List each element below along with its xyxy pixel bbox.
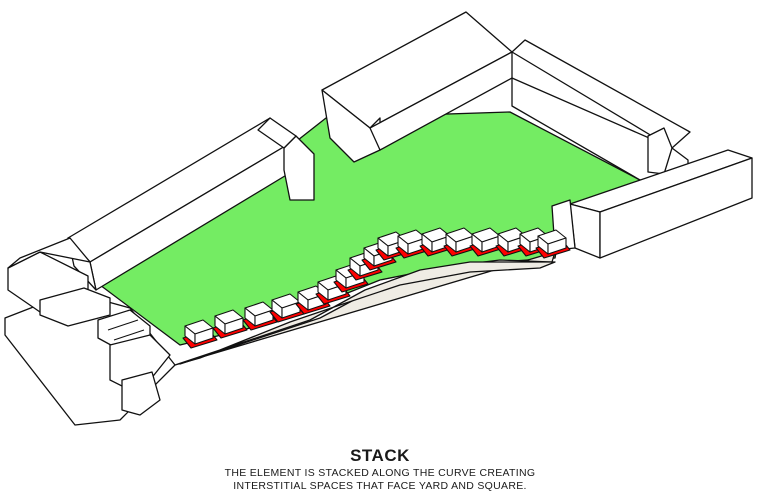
- square-paving: [179, 251, 556, 365]
- stack-module-side: [194, 327, 214, 345]
- hatch-line: [107, 319, 139, 331]
- far-right-building-front: [569, 203, 601, 259]
- far-right-building-side: [599, 157, 753, 259]
- stack-module-side: [547, 237, 567, 255]
- right-building-roof: [511, 39, 691, 149]
- stacked-element: [182, 227, 571, 349]
- left-end-block-top: [7, 237, 91, 269]
- caption-line-2: INTERSTITIAL SPACES THAT FACE YARD AND S…: [233, 480, 527, 492]
- gable-building-roof: [257, 117, 297, 149]
- caption-title: STACK: [350, 446, 410, 465]
- step-block-1: [39, 287, 111, 327]
- right-building-gable: [647, 127, 673, 175]
- stack-module-side: [254, 309, 274, 327]
- hatch-line: [113, 329, 145, 341]
- axonometric-site-diagram: [4, 11, 753, 426]
- stack-module-side: [281, 301, 301, 319]
- step-block-4: [121, 371, 161, 416]
- caption-line-1: THE ELEMENT IS STACKED ALONG THE CURVE C…: [224, 467, 536, 479]
- stack-module-side: [224, 317, 244, 335]
- square-paving-lower: [174, 261, 556, 366]
